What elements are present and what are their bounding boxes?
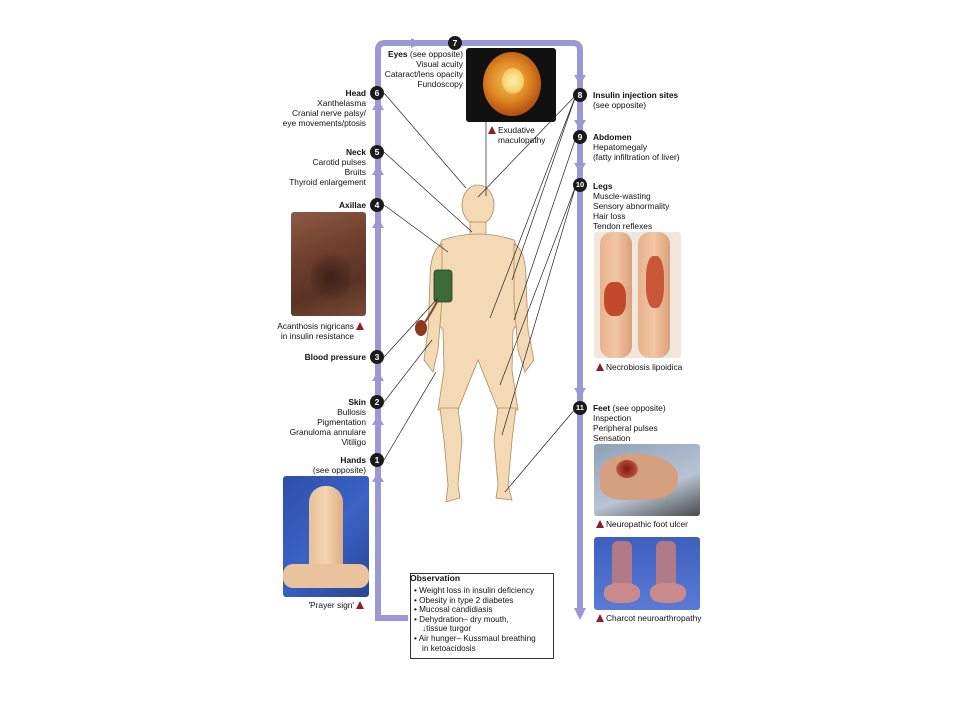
observation-item: Dehydration– dry mouth, [414,615,536,625]
photo-necrobiosis [594,232,681,358]
badge-9: 9 [573,130,587,144]
bp-cuff [415,269,453,336]
photo-foot-ulcer [594,444,700,516]
caption-necrobiosis: Necrobiosis lipoidica [594,362,682,372]
human-body-figure [423,184,535,503]
caption-acanthosis: Acanthosis nigricans in insulin resistan… [277,321,366,341]
label-insulin-sites: Insulin injection sites(see opposite) [593,90,679,110]
observation-title: Observation [410,573,461,583]
observation-item: Obesity in type 2 diabetes [414,596,536,606]
caption-marker-icon [596,614,604,622]
photo-axilla [291,212,366,316]
badge-4: 4 [370,198,384,212]
caption-prayer: 'Prayer sign' [308,600,366,610]
photo-prayer-sign [283,476,369,597]
badge-11: 11 [573,401,587,415]
flow-arrowheads [372,38,586,620]
caption-marker-icon [596,520,604,528]
observation-item: in ketoacidosis [422,643,476,653]
observation-list: Weight loss in insulin deficiency Obesit… [414,586,536,653]
photo-charcot [594,537,700,610]
label-abdomen: Abdomen Hepatomegaly(fatty infiltration … [593,132,680,162]
caption-marker-icon [356,322,364,330]
badge-3: 3 [370,350,384,364]
photo-fundus [466,48,556,122]
caption-marker-icon [488,126,496,134]
badge-1: 1 [370,453,384,467]
label-blood-pressure: Blood pressure [304,352,366,362]
observation-item: ↓tissue turgor [422,624,472,634]
observation-item: Mucosal candidiasis [414,605,536,615]
label-hands: Hands(see opposite) [312,455,366,475]
observation-item: Air hunger– Kussmaul breathing [414,634,536,644]
leader-lines [383,92,577,493]
badge-10: 10 [573,178,587,192]
badge-5: 5 [370,145,384,159]
caption-exudative: Exudative maculopathy [486,125,546,145]
badge-2: 2 [370,395,384,409]
observation-item: Weight loss in insulin deficiency [414,586,536,596]
caption-marker-icon [596,363,604,371]
caption-marker-icon [356,601,364,609]
caption-foot-ulcer: Neuropathic foot ulcer [594,519,688,529]
badge-6: 6 [370,86,384,100]
caption-charcot: Charcot neuroarthropathy [594,613,701,623]
flow-arrow-path [375,40,583,621]
badge-8: 8 [573,88,587,102]
label-axillae: Axillae [338,200,366,210]
badge-7: 7 [448,36,462,50]
